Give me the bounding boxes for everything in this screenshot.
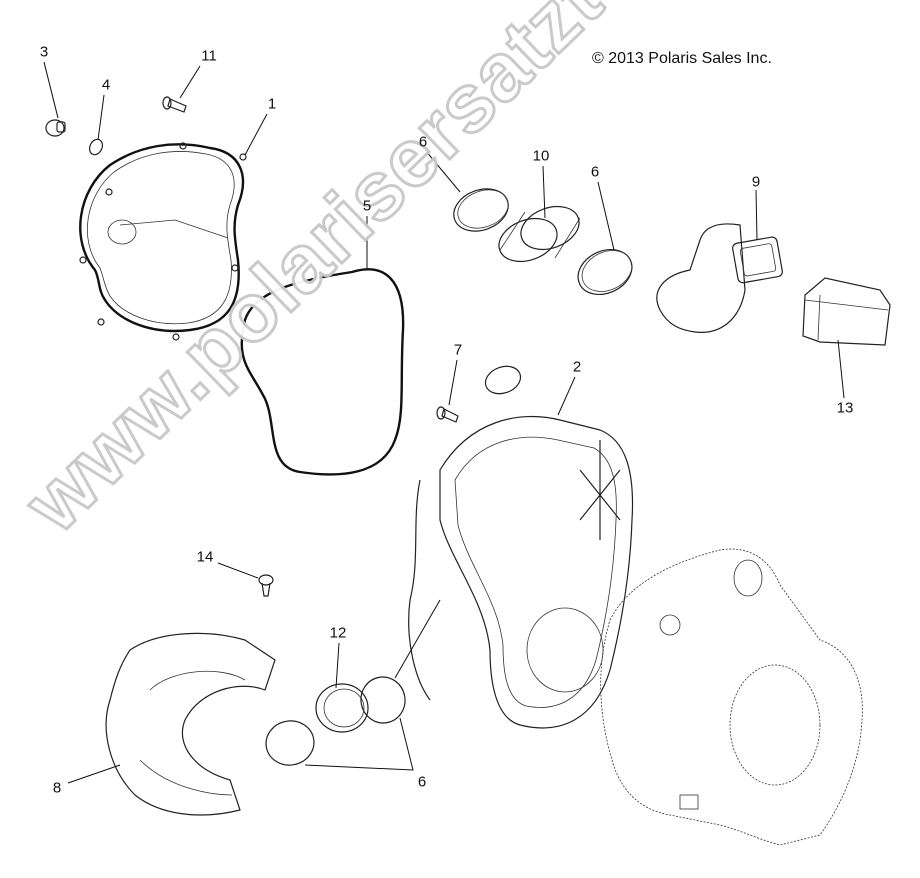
callout-14: 14 (196, 548, 214, 566)
callout-6b: 6 (590, 163, 600, 181)
callout-5: 5 (362, 197, 372, 215)
part-5-seal (240, 268, 405, 476)
callout-8: 8 (52, 779, 62, 797)
part-11-bolt (162, 96, 187, 113)
callout-1: 1 (267, 95, 277, 113)
transmission-housing (600, 548, 863, 846)
callout-6a: 6 (418, 133, 428, 151)
copyright-text: © 2013 Polaris Sales Inc. (592, 50, 772, 67)
callout-4: 4 (101, 76, 111, 94)
part-4-o-ring (88, 138, 104, 156)
part-12-adapter (315, 683, 369, 733)
callout-3: 3 (39, 43, 49, 61)
callout-11: 11 (201, 47, 217, 65)
part-3-plug (45, 119, 66, 137)
callout-7: 7 (453, 341, 463, 359)
callout-12: 12 (329, 624, 347, 642)
leader-lines (43, 61, 845, 784)
part-6-clamp-top-left (453, 188, 509, 232)
callout-9: 9 (751, 173, 761, 191)
part-2-inner-cover (408, 365, 634, 729)
part-7-bolt (436, 406, 459, 423)
part-13-duct-cover (802, 277, 891, 346)
callout-2: 2 (572, 358, 582, 376)
part-6-clamp-bottom (265, 676, 406, 766)
callout-13: 13 (836, 399, 854, 417)
part-6-clamp-top-right (577, 248, 633, 296)
part-8-intake-duct (105, 632, 276, 816)
callout-6c: 6 (417, 773, 427, 791)
part-10-coupler (498, 205, 581, 263)
part-9-outlet-duct (656, 223, 783, 333)
part-14-push-rivet (258, 574, 274, 597)
callout-10: 10 (532, 147, 550, 165)
part-1-outer-cover (79, 142, 247, 341)
